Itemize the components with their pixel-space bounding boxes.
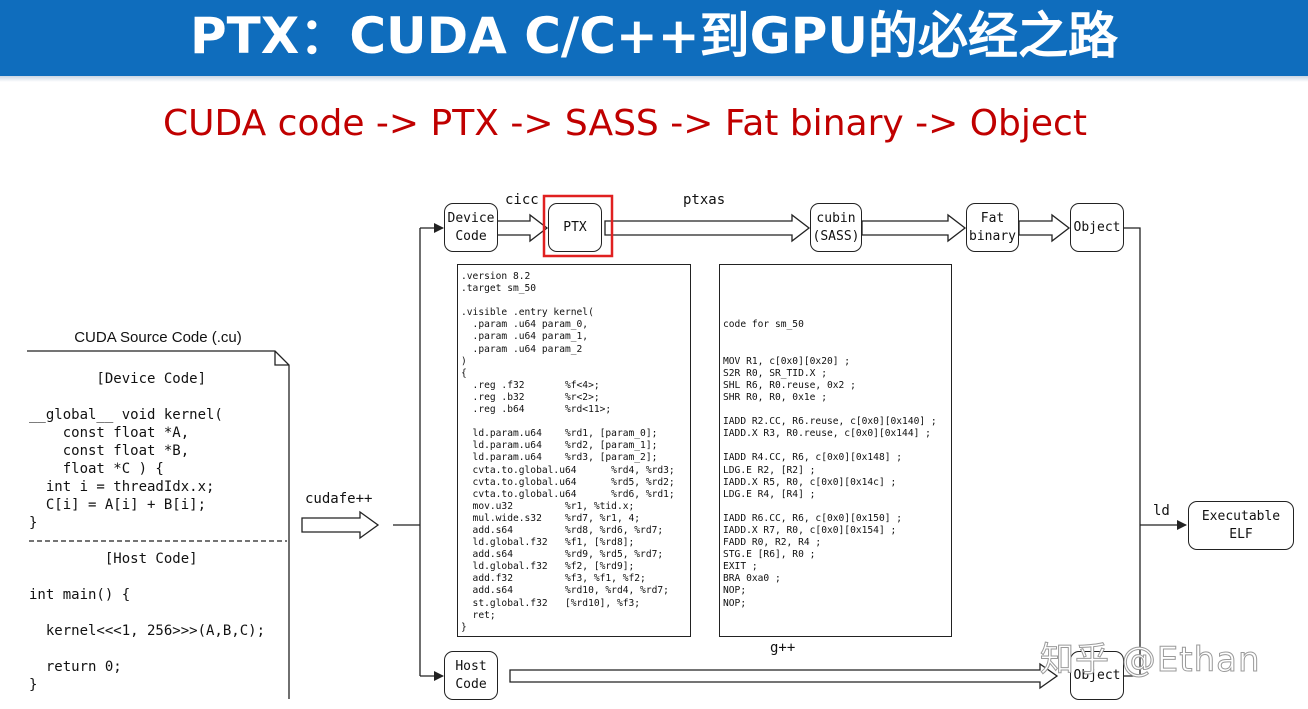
cicc-label: cicc [505, 192, 539, 208]
title-banner [0, 0, 1308, 76]
ptx-highlight [542, 194, 614, 258]
object-top-node: Object [1070, 203, 1124, 252]
source-device-code: [Device Code] __global__ void kernel( co… [29, 371, 223, 531]
ld-label: ld [1153, 503, 1170, 519]
gpp-arrow [509, 662, 1059, 690]
watermark: 知乎 @Ethan [1040, 640, 1261, 681]
executable-elf-node: Executable ELF [1188, 501, 1294, 550]
ptx-node: PTX [548, 203, 602, 252]
ptxas-label: ptxas [683, 192, 726, 208]
cudafe-label: cudafe++ [305, 491, 373, 507]
host-code-node: Host Code [444, 651, 498, 700]
banner-shadow [0, 76, 1308, 82]
source-caption: CUDA Source Code (.cu) [74, 329, 242, 346]
ptxas-arrow [604, 213, 811, 243]
cubin-node: cubin (SASS) [810, 203, 862, 252]
source-document-outline [27, 350, 290, 699]
object-arrow [1018, 213, 1071, 243]
sass-listing: code for sm_50 MOV R1, c[0x0][0x20] ; S2… [719, 264, 952, 637]
page-subtitle: CUDA code -> PTX -> SASS -> Fat binary -… [163, 103, 1087, 144]
source-host-code: [Host Code] int main() { kernel<<<1, 256… [29, 551, 266, 693]
branch-line [393, 228, 421, 676]
gpp-label: g++ [770, 640, 796, 656]
object-bottom-node: Object [1070, 651, 1124, 700]
ptx-listing: .version 8.2 .target sm_50 .visible .ent… [457, 264, 691, 637]
device-code-node: Device Code [444, 203, 498, 252]
cudafe-arrow [301, 510, 380, 540]
fat-binary-node: Fat binary [966, 203, 1019, 252]
link-line [1124, 227, 1141, 677]
cicc-arrow [496, 213, 549, 243]
fatbin-arrow [861, 213, 967, 243]
page-title: PTX：CUDA C/C++到GPU的必经之路 [190, 7, 1118, 65]
